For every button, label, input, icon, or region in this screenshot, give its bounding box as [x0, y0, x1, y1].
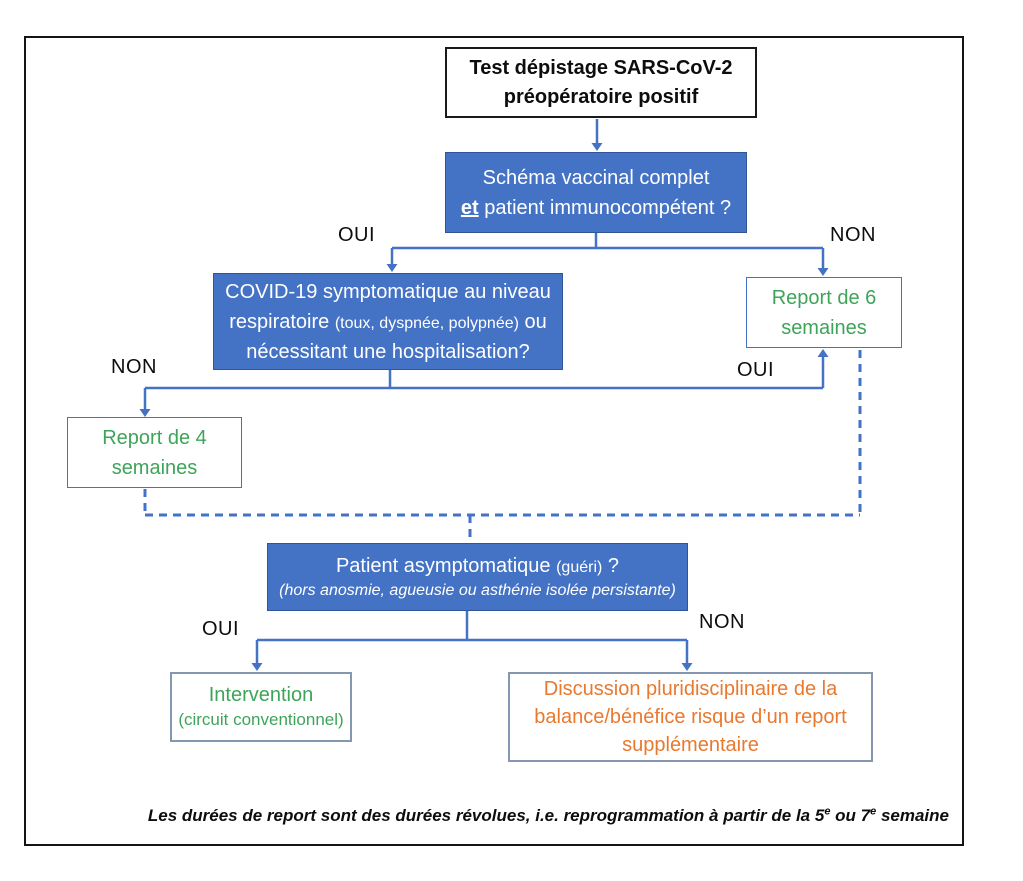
node-covid-line1: COVID-19 symptomatique au niveau	[225, 280, 551, 303]
diagram-border	[24, 36, 964, 846]
node-report6-line2: semaines	[781, 316, 867, 339]
footer-note: Les durées de report sont des durées rév…	[120, 806, 949, 826]
node-schema-vaccinal: Schéma vaccinal complet et patient immun…	[445, 152, 747, 233]
branch-label-non-top: NON	[830, 224, 876, 246]
node-discussion-line2: balance/bénéfice risque d’un report	[534, 706, 847, 728]
node-vaccine-et: et	[460, 196, 479, 219]
node-discussion-line1: Discussion pluridisciplinaire de la	[543, 678, 838, 700]
node-report4-line2: semaines	[111, 456, 198, 479]
node-covid-line2-post: ou	[524, 310, 547, 333]
node-report6-line1: Report de 6	[771, 286, 877, 309]
branch-label-oui-bottom: OUI	[202, 618, 240, 640]
solid-connector-lines	[143, 119, 825, 663]
dashed-connector-lines	[143, 350, 862, 541]
node-patient-line1: Patient asymptomatique (guéri) ?	[336, 552, 619, 580]
node-covid-line3: nécessitant une hospitalisation?	[246, 340, 530, 363]
node-test-depistage: Test dépistage SARS-CoV-2 préopératoire …	[445, 47, 757, 118]
node-test-line2: préopératoire positif	[503, 85, 699, 108]
branch-label-non-bottom: NON	[699, 611, 745, 633]
node-vaccine-line1: Schéma vaccinal complet	[482, 166, 710, 189]
footer-sup1: e	[824, 805, 831, 818]
footer-part1: Les durées de report sont des durées rév…	[147, 806, 825, 825]
node-covid-line2-pre: respiratoire	[229, 310, 330, 333]
node-covid-line2-small: (toux, dyspnée, polypnée)	[334, 314, 519, 332]
footer-part3: semaine	[876, 806, 949, 825]
node-intervention-line1: Intervention	[208, 684, 314, 707]
node-intervention: Intervention (circuit conventionnel)	[170, 672, 352, 742]
node-vaccine-line2: et patient immunocompétent ?	[461, 193, 731, 223]
branch-label-non-mid: NON	[111, 356, 157, 378]
arrowheads	[139, 143, 829, 671]
node-patient-gueri: (guéri)	[556, 558, 603, 576]
node-discussion-pluridisciplinaire: Discussion pluridisciplinaire de la bala…	[508, 672, 873, 762]
node-discussion-line3: supplémentaire	[622, 734, 759, 756]
node-patient-q: ?	[607, 554, 620, 577]
node-patient-main: Patient asymptomatique	[335, 554, 551, 577]
node-patient-asymptomatique: Patient asymptomatique (guéri) ? (hors a…	[267, 543, 688, 611]
footer-sup2: e	[870, 805, 877, 818]
node-report-4-semaines: Report de 4 semaines	[67, 417, 242, 488]
node-test-line1: Test dépistage SARS-CoV-2	[469, 56, 733, 79]
node-patient-line2: (hors anosmie, agueusie ou asthénie isol…	[279, 581, 676, 599]
node-covid-line2: respiratoire (toux, dyspnée, polypnée) o…	[229, 307, 547, 337]
branch-label-oui-mid: OUI	[737, 359, 775, 381]
node-report4-line1: Report de 4	[102, 426, 207, 449]
node-vaccine-rest: patient immunocompétent ?	[484, 196, 732, 219]
node-covid-symptomatique: COVID-19 symptomatique au niveau respira…	[213, 273, 563, 370]
footer-part2: ou 7	[830, 806, 871, 825]
branch-label-oui-top: OUI	[338, 224, 376, 246]
node-report-6-semaines: Report de 6 semaines	[746, 277, 902, 348]
node-intervention-line2: (circuit conventionnel)	[178, 710, 344, 730]
